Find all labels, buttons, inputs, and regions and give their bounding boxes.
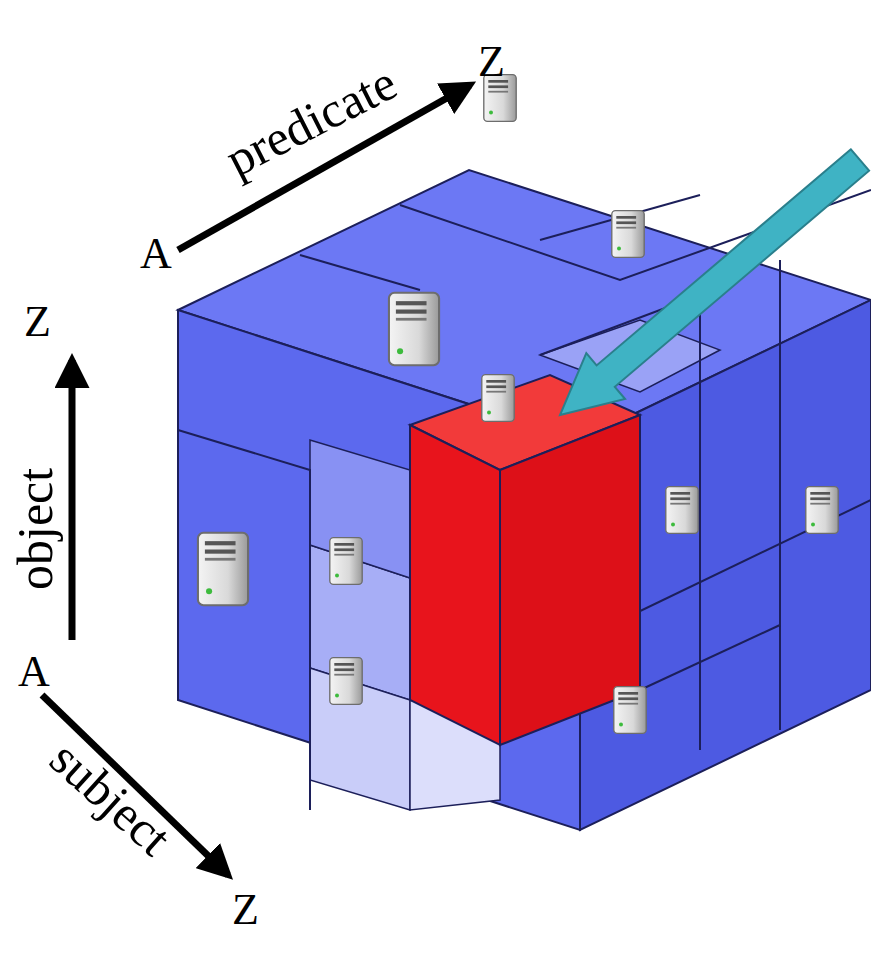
axis-name: predicate — [218, 57, 404, 185]
axis-name: subject — [42, 732, 181, 864]
subject-axis — [42, 695, 228, 875]
axis-letter: A — [140, 232, 172, 276]
pointer-arrow — [560, 149, 869, 415]
axis-name: object — [10, 468, 60, 590]
axis-letter: Z — [24, 300, 51, 344]
server-icons — [198, 75, 838, 734]
highlighted-block — [410, 425, 500, 745]
axis-letter: Z — [478, 40, 505, 84]
axis-letter: Z — [232, 888, 259, 932]
partition-lines — [178, 190, 871, 810]
object-axis — [69, 360, 76, 640]
axis-letter: A — [18, 650, 50, 694]
